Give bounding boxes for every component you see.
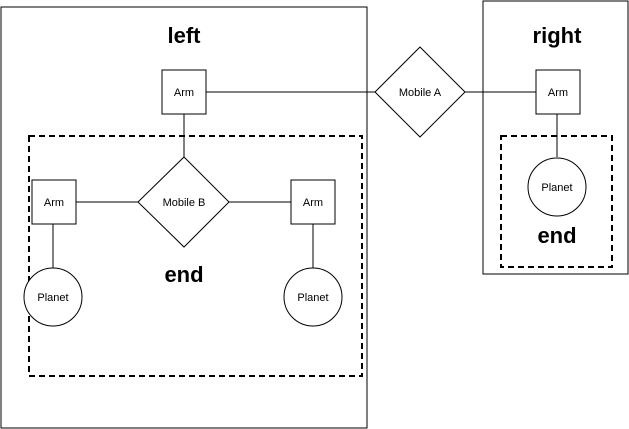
planet-left-label: Planet <box>37 292 68 304</box>
arm-left-node <box>31 179 77 225</box>
arm-middle-node <box>290 179 336 225</box>
mobile-a-label: Mobile A <box>399 87 442 99</box>
left-title: left <box>168 23 202 48</box>
planet-left-node <box>23 267 83 327</box>
planet-middle-node <box>283 267 343 327</box>
arm-top-left-node <box>161 69 207 115</box>
mobile-b-label: Mobile B <box>163 197 206 209</box>
arm-top-left-label: Arm <box>174 87 194 99</box>
mobile-b-node <box>137 156 230 248</box>
right-title: right <box>533 23 583 48</box>
left-end-label: end <box>164 262 203 287</box>
planet-middle-label: Planet <box>297 292 328 304</box>
arm-right-label: Arm <box>548 87 568 99</box>
planet-right-node <box>527 157 587 217</box>
mobile-a-node <box>374 46 466 138</box>
right-end-label: end <box>537 223 576 248</box>
arm-middle-label: Arm <box>303 197 323 209</box>
right-container <box>482 0 629 275</box>
left-end-group <box>28 135 363 377</box>
planet-right-label: Planet <box>541 182 572 194</box>
arm-left-label: Arm <box>44 197 64 209</box>
arm-right-node <box>535 69 581 115</box>
